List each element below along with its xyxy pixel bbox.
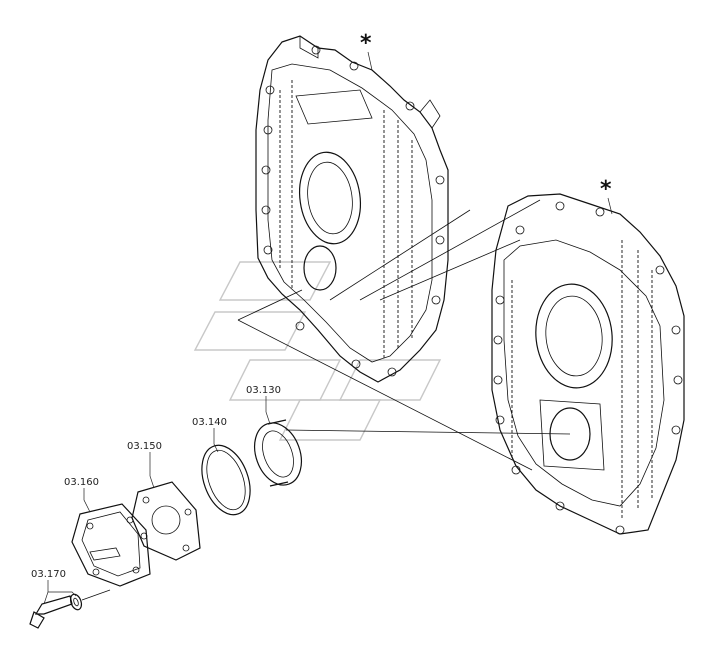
label-03-150: 03.150	[127, 441, 162, 452]
part-bolt-03-170	[29, 589, 111, 629]
marker-star-right: *	[600, 177, 612, 202]
part-seal-ring-03-130	[254, 419, 302, 487]
housing-back-cover	[255, 35, 449, 383]
label-03-140: 03.140	[192, 417, 227, 428]
part-cover-plate-03-160	[71, 503, 151, 587]
marker-star-top: *	[360, 31, 372, 56]
label-03-160: 03.160	[64, 477, 99, 488]
assembly-lines	[237, 199, 571, 471]
part-gasket-03-150	[131, 481, 201, 561]
label-03-170: 03.170	[31, 569, 66, 580]
label-leaders	[43, 396, 271, 605]
part-o-ring-03-140	[201, 444, 251, 516]
watermark-logo	[193, 261, 442, 441]
housing-front-cover	[491, 193, 685, 535]
label-03-130: 03.130	[246, 385, 281, 396]
